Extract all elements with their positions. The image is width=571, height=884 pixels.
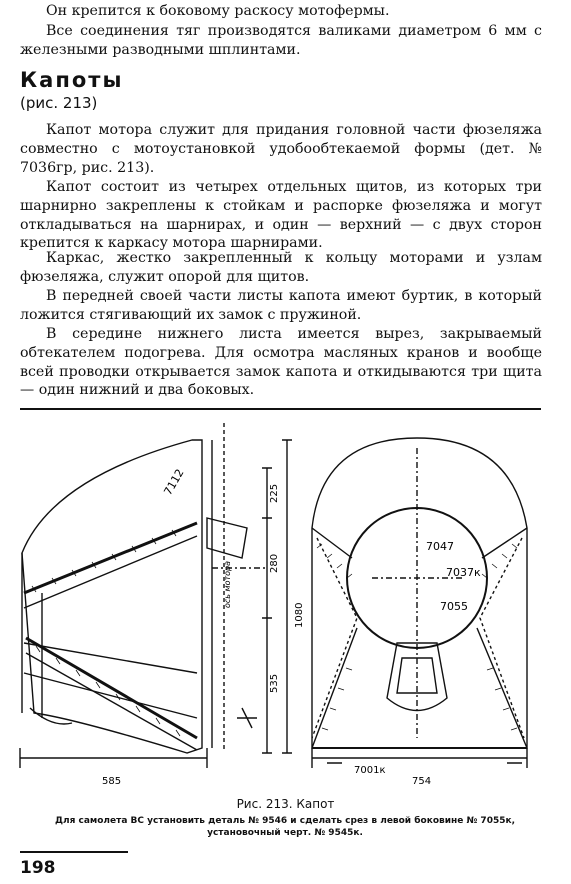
paragraph-3: Каркас, жестко закрепленный к кольцу мот… <box>20 250 542 285</box>
page-number: 198 <box>20 858 56 878</box>
front-view-hatching <box>316 543 518 731</box>
section-title: Капоты <box>20 68 124 92</box>
dim-535: 535 <box>269 674 280 693</box>
intro-line: Он крепится к боковому раскосу мотофермы… <box>46 3 390 19</box>
dim-585: 585 <box>102 776 121 787</box>
label-axis-motor: ось мотора <box>223 561 232 608</box>
hood-drawing: 7112 ось мотора 225 280 1080 535 585 704… <box>19 423 528 787</box>
paragraph-4: В передней своей части листы капота имею… <box>20 288 542 323</box>
label-7112: 7112 <box>161 467 186 498</box>
intro-paragraph: Все соединения тяг производятся валиками… <box>20 23 542 58</box>
side-view-hatching <box>31 529 181 737</box>
figure-caption: Рис. 213. Капот <box>236 797 335 811</box>
section-divider <box>20 408 541 410</box>
label-7047: 7047 <box>426 540 454 553</box>
dim-1080: 1080 <box>294 603 305 628</box>
dim-280: 280 <box>269 554 280 573</box>
label-7001k: 7001к <box>354 765 386 776</box>
paragraph-2: Капот состоит из четырех отдельных щитов… <box>20 179 542 252</box>
page-number-rule <box>20 851 128 853</box>
section-figure-ref: (рис. 213) <box>20 94 98 112</box>
label-7055: 7055 <box>440 600 468 613</box>
figure-note: Для самолета ВС установить деталь № 9546… <box>54 816 516 838</box>
dim-754: 754 <box>412 776 431 787</box>
paragraph-1: Капот мотора служит для придания головно… <box>20 122 542 176</box>
front-view <box>311 437 528 768</box>
paragraph-5: В середине нижнего листа имеется вырез, … <box>20 326 542 399</box>
side-view <box>19 423 292 768</box>
label-7037k: 7037к <box>446 566 481 579</box>
dim-225: 225 <box>269 484 280 503</box>
